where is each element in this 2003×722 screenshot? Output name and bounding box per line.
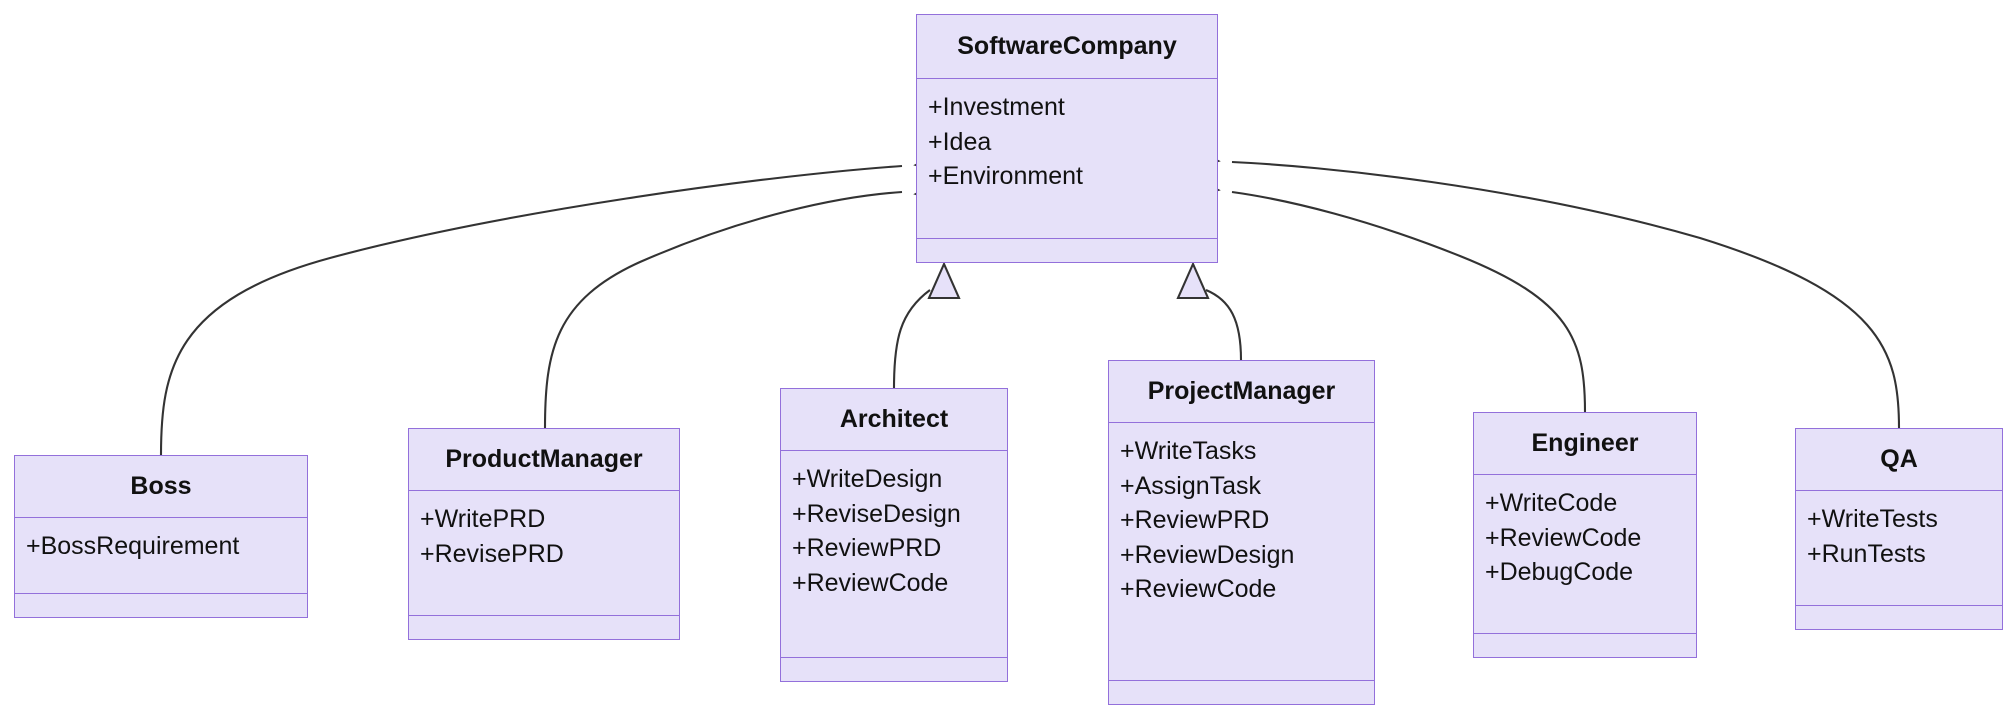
uml-attribute: +ReviewPRD bbox=[792, 534, 942, 562]
uml-class-qa[interactable]: QA +WriteTests +RunTests bbox=[1795, 428, 2003, 630]
uml-attribute: +RevisePRD bbox=[420, 539, 564, 568]
uml-attribute: +Idea bbox=[928, 127, 992, 156]
uml-methods-compartment bbox=[409, 616, 679, 639]
edge-line bbox=[892, 289, 931, 389]
uml-methods-compartment bbox=[917, 239, 1217, 262]
uml-methods-compartment bbox=[1109, 681, 1374, 704]
uml-methods-compartment bbox=[1474, 634, 1696, 657]
uml-class-project-manager[interactable]: ProjectManager +WriteTasks +AssignTask +Rev… bbox=[1108, 360, 1375, 705]
uml-attributes-compartment: +Investment +Idea +Environment bbox=[917, 79, 1217, 239]
uml-attribute: +WriteTasks bbox=[1120, 437, 1257, 465]
generalization-arrowhead-icon bbox=[927, 261, 961, 300]
uml-attribute: +ReviewPRD bbox=[1120, 506, 1270, 534]
generalization-arrowhead-icon bbox=[1176, 261, 1210, 300]
uml-attributes-compartment: +WriteDesign +ReviseDesign +ReviewPRD +Revi… bbox=[781, 451, 1007, 658]
uml-attribute: +WriteTests bbox=[1807, 505, 1938, 533]
uml-attribute: +ReviewCode bbox=[1120, 575, 1277, 603]
uml-class-name: Engineer bbox=[1474, 413, 1696, 475]
uml-class-software-company[interactable]: SoftwareCompany +Investment +Idea +Environm… bbox=[916, 14, 1218, 263]
uml-attribute: +ReviewCode bbox=[792, 568, 949, 597]
uml-attributes-compartment: +BossRequirement bbox=[15, 518, 307, 594]
uml-class-boss[interactable]: Boss +BossRequirement bbox=[14, 455, 308, 618]
edge-architect-to-software-company bbox=[892, 261, 961, 389]
uml-attribute: +DebugCode bbox=[1485, 558, 1634, 586]
uml-attributes-compartment: +WriteTasks +AssignTask +ReviewPRD +ReviewD… bbox=[1109, 423, 1374, 681]
uml-class-name: QA bbox=[1796, 429, 2002, 491]
uml-attributes-compartment: +WriteTests +RunTests bbox=[1796, 491, 2002, 606]
uml-class-name: ProjectManager bbox=[1109, 361, 1374, 423]
uml-methods-compartment bbox=[15, 594, 307, 617]
uml-attribute: +ReviewDesign bbox=[1120, 540, 1295, 569]
uml-attribute: +WritePRD bbox=[420, 505, 546, 533]
uml-class-engineer[interactable]: Engineer +WriteCode +ReviewCode +DebugCode bbox=[1473, 412, 1697, 658]
uml-class-product-manager[interactable]: ProductManager +WritePRD +RevisePRD bbox=[408, 428, 680, 640]
uml-class-architect[interactable]: Architect +WriteDesign +ReviseDesign +Revie… bbox=[780, 388, 1008, 682]
uml-attribute: +AssignTask bbox=[1120, 471, 1262, 500]
uml-attribute: +ReviewCode bbox=[1485, 523, 1642, 552]
uml-attributes-compartment: +WritePRD +RevisePRD bbox=[409, 491, 679, 616]
uml-methods-compartment bbox=[781, 658, 1007, 681]
uml-class-name: ProductManager bbox=[409, 429, 679, 491]
uml-attribute: +RunTests bbox=[1807, 539, 1926, 568]
uml-attribute: +WriteCode bbox=[1485, 489, 1618, 517]
uml-class-name: Boss bbox=[15, 456, 307, 518]
uml-attribute: +BossRequirement bbox=[26, 532, 240, 560]
uml-attribute: +WriteDesign bbox=[792, 465, 943, 493]
edge-line bbox=[1205, 289, 1243, 361]
uml-methods-compartment bbox=[1796, 606, 2002, 629]
uml-class-name: Architect bbox=[781, 389, 1007, 451]
uml-attributes-compartment: +WriteCode +ReviewCode +DebugCode bbox=[1474, 475, 1696, 634]
uml-attribute: +ReviseDesign bbox=[792, 499, 961, 528]
uml-attribute: +Environment bbox=[928, 162, 1083, 190]
uml-class-name: SoftwareCompany bbox=[917, 15, 1217, 79]
uml-attribute: +Investment bbox=[928, 93, 1065, 121]
edge-project-manager-to-software-company bbox=[1176, 261, 1243, 361]
